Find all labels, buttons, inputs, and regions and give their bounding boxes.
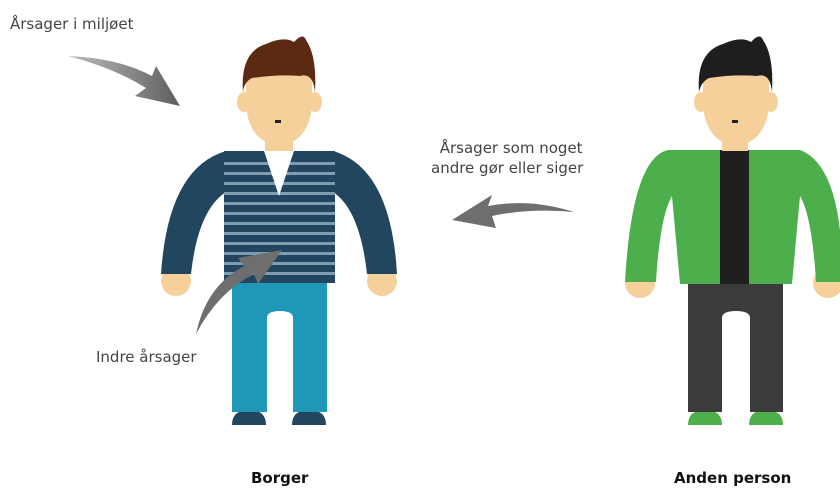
citizen-right-sleeve	[333, 151, 397, 274]
other-causes-label: Årsager som noget andre gør eller siger	[437, 138, 583, 178]
citizen-right-shoe	[292, 410, 326, 425]
other-head	[703, 72, 769, 147]
citizen-mouth	[275, 120, 281, 123]
other-right-shoe	[749, 410, 783, 425]
other-shirt	[720, 150, 749, 284]
other-causes-line2: andre gør eller siger	[431, 158, 583, 178]
other-mouth	[732, 120, 738, 123]
other-causes-line1: Årsager som noget	[439, 138, 583, 158]
citizen-name: Borger	[251, 469, 308, 487]
citizen-left-sleeve	[161, 151, 226, 274]
citizen-left-shoe	[232, 410, 266, 425]
other-person-name: Anden person	[674, 469, 791, 487]
inner-causes-label: Indre årsager	[96, 347, 197, 367]
environment-arrow	[68, 56, 180, 106]
other-cause-arrow	[452, 195, 574, 228]
other-pants	[688, 282, 783, 412]
other-person-figure	[625, 36, 840, 425]
other-left-shoe	[688, 410, 722, 425]
citizen-head	[246, 72, 312, 147]
citizen-pants	[232, 282, 327, 412]
environment-causes-label: Årsager i miljøet	[10, 14, 133, 34]
